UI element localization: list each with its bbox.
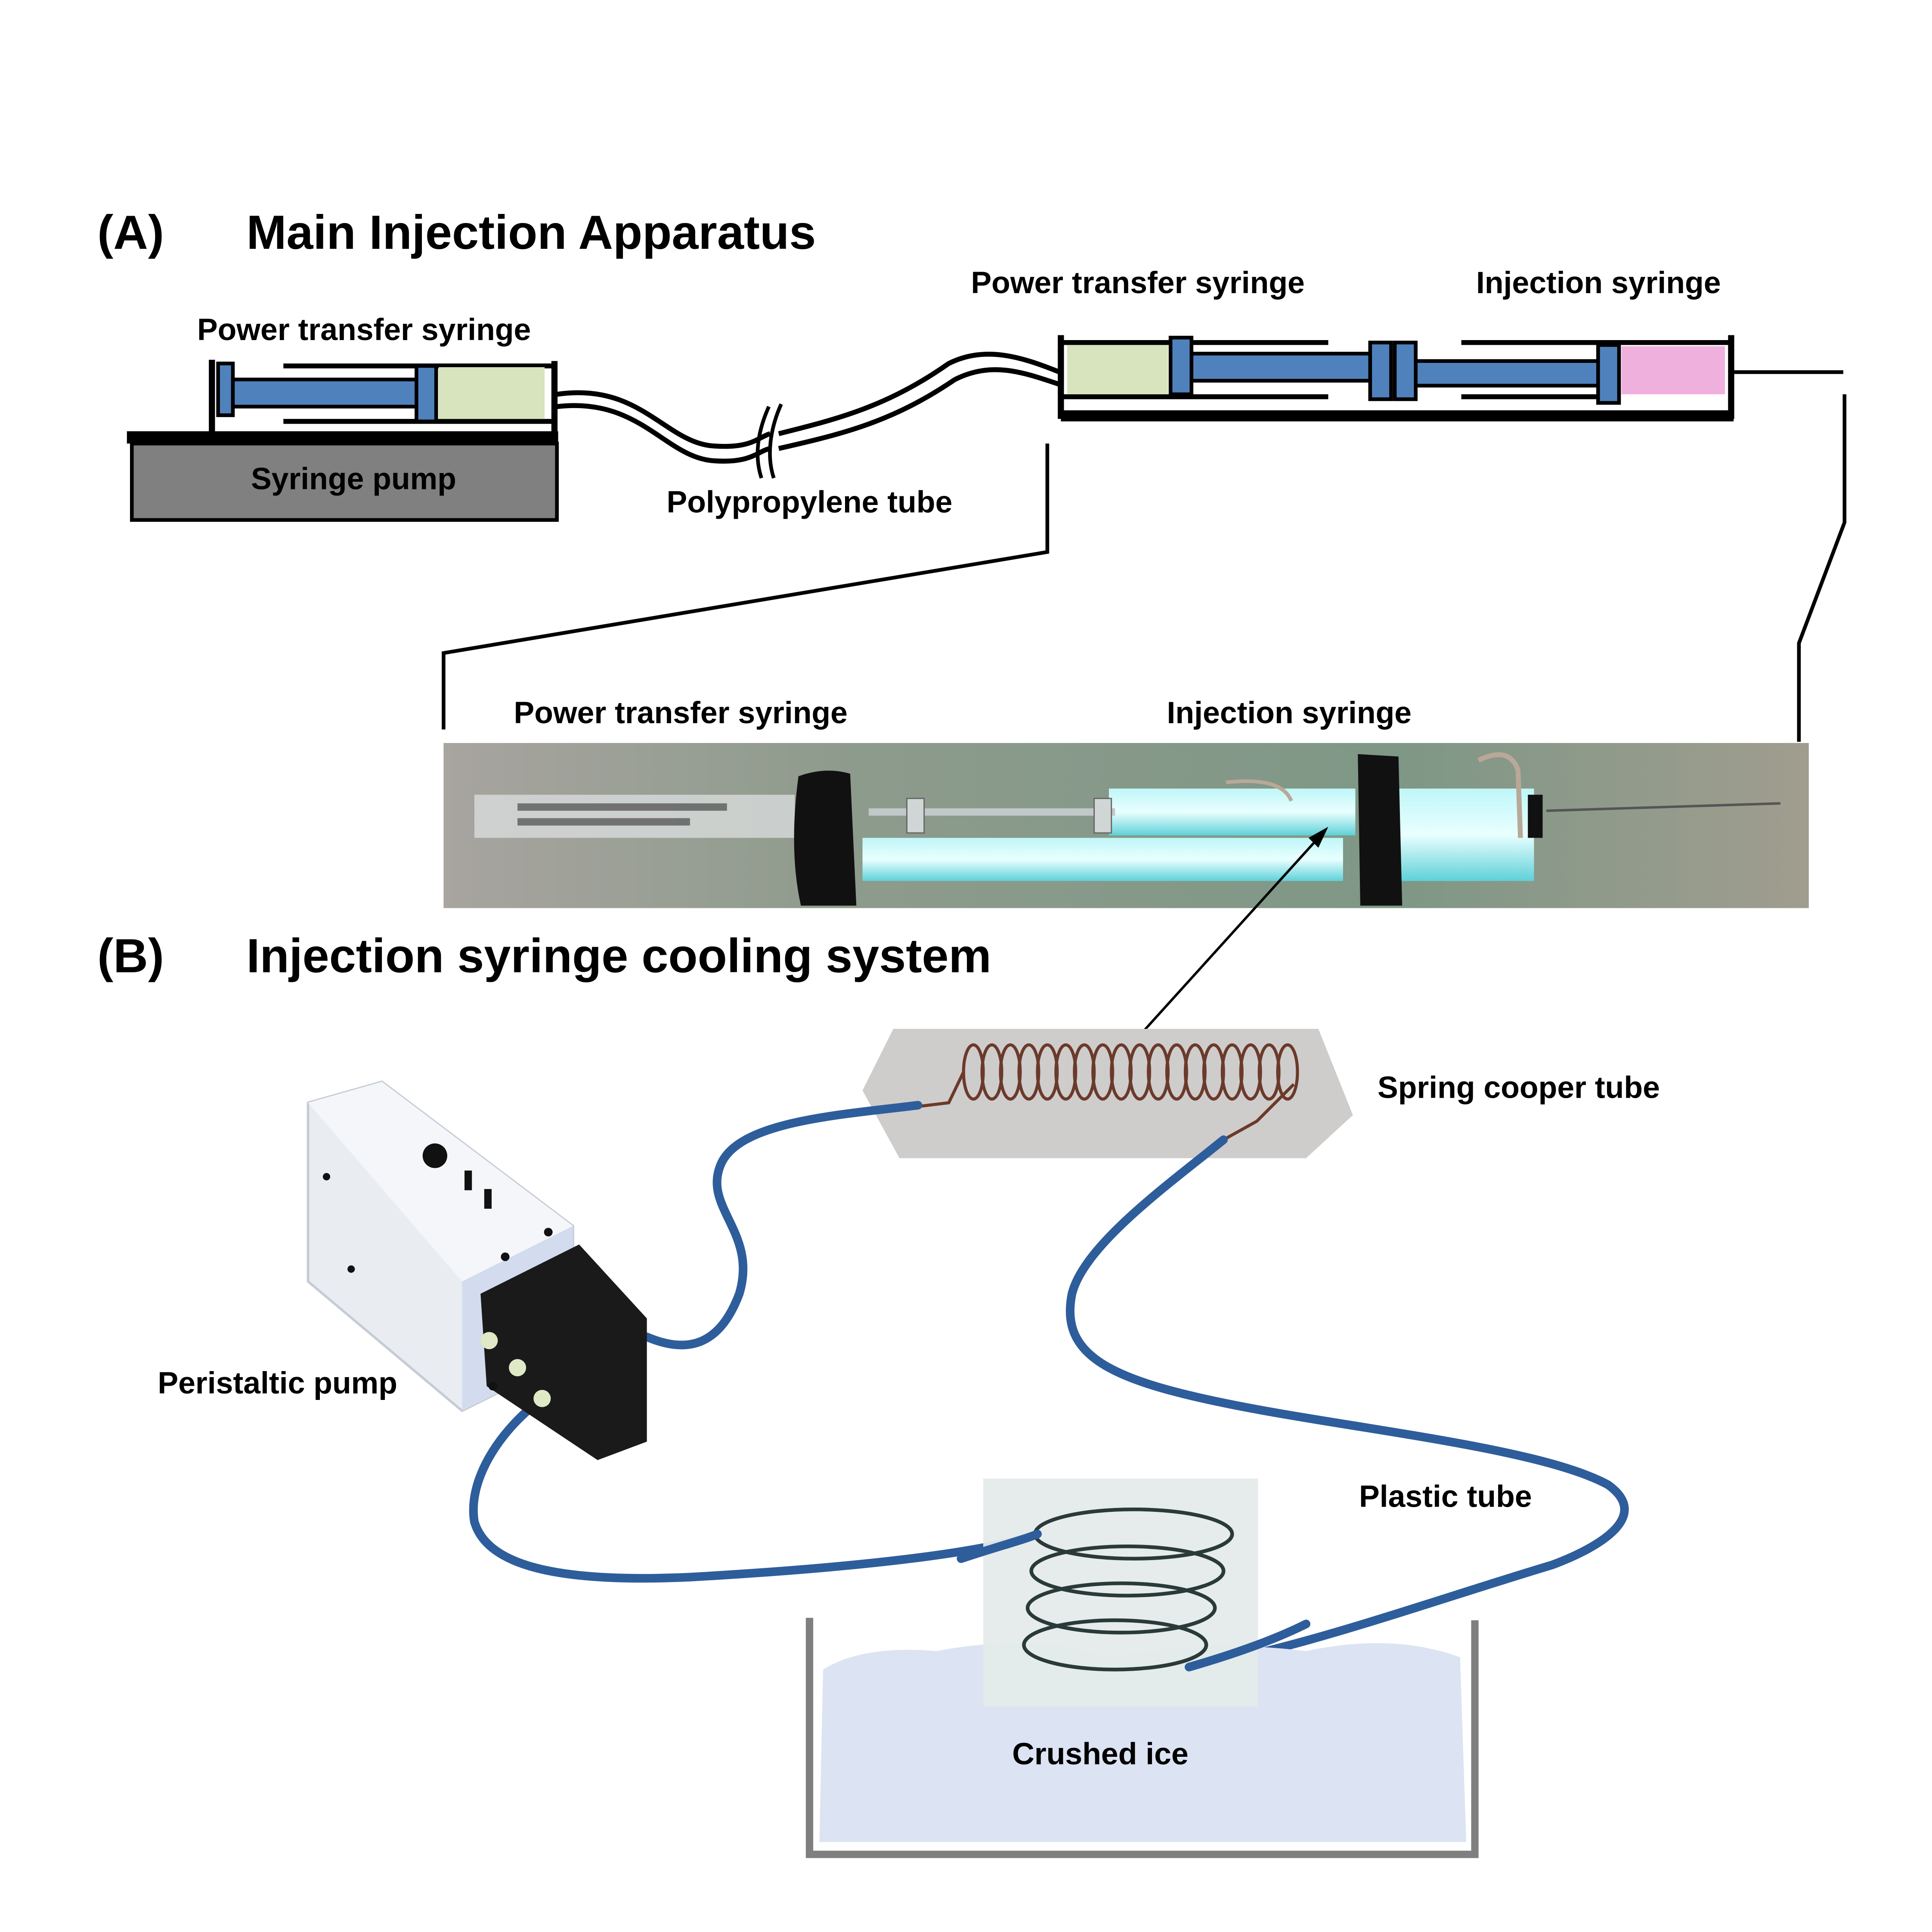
plunger-rod (1414, 359, 1603, 388)
plunger-rod (231, 378, 420, 409)
syringe-photo (443, 743, 1809, 908)
toggle-switch (464, 1170, 472, 1190)
speed-knob (422, 1143, 447, 1168)
plastic-tube (469, 1101, 1629, 1672)
plunger-head (216, 362, 235, 417)
peristaltic-pump (307, 1080, 647, 1460)
photo-power-transfer-syringe-label: Power transfer syringe (514, 696, 848, 730)
right-injection-syringe-label: Injection syringe (1476, 266, 1721, 300)
left-power-transfer-syringe-label: Power transfer syringe (197, 313, 531, 347)
syringe-pump-label: Syringe pump (251, 461, 456, 496)
fluid-green (438, 367, 545, 419)
spring-copper-tube-photo (862, 1028, 1353, 1158)
pump-head (480, 1244, 647, 1460)
cooling-coil-photo (983, 1478, 1258, 1707)
photo-injection-syringe-label: Injection syringe (1167, 696, 1412, 730)
crushed-ice-label: Crushed ice (1012, 1737, 1189, 1771)
panel-b-letter: (B) (97, 929, 164, 982)
peristaltic-pump-label: Peristaltic pump (158, 1366, 397, 1400)
toggle-switch (484, 1189, 492, 1209)
plunger-head (1393, 341, 1418, 401)
ice-bath (805, 1618, 1479, 1858)
fluid-green (1067, 345, 1168, 394)
panel-a-letter: (A) (97, 205, 164, 259)
plunger-head (1368, 341, 1393, 401)
fluid-pink (1621, 346, 1725, 394)
pointer-arrow (1130, 827, 1328, 1046)
zoom-callout-lines (442, 394, 1847, 742)
panel-b-title: Injection syringe cooling system (246, 929, 991, 982)
plastic-tube-label: Plastic tube (1359, 1480, 1532, 1514)
syringe-pump (130, 442, 559, 522)
black-clamp (1358, 754, 1403, 906)
pump-top-bar (127, 431, 558, 444)
plastic-tube-ends (957, 1530, 1310, 1672)
right-power-transfer-syringe-label: Power transfer syringe (971, 266, 1304, 300)
right-syringe-assembly (1058, 335, 1843, 421)
polypropylene-tube-label: Polypropylene tube (666, 485, 952, 520)
polypropylene-tube (556, 352, 1061, 479)
panel-a-title: Main Injection Apparatus (246, 205, 816, 259)
left-power-transfer-syringe (209, 359, 558, 438)
spring-copper-tube-label: Spring cooper tube (1378, 1070, 1660, 1105)
crushed-ice (819, 1643, 1467, 1842)
plunger-stopper (1168, 335, 1194, 396)
ice-container (805, 1618, 1479, 1858)
plunger-stopper (1596, 343, 1621, 405)
plunger-stopper (415, 364, 438, 424)
black-clamp (794, 771, 857, 906)
plunger-rod (1189, 352, 1372, 383)
